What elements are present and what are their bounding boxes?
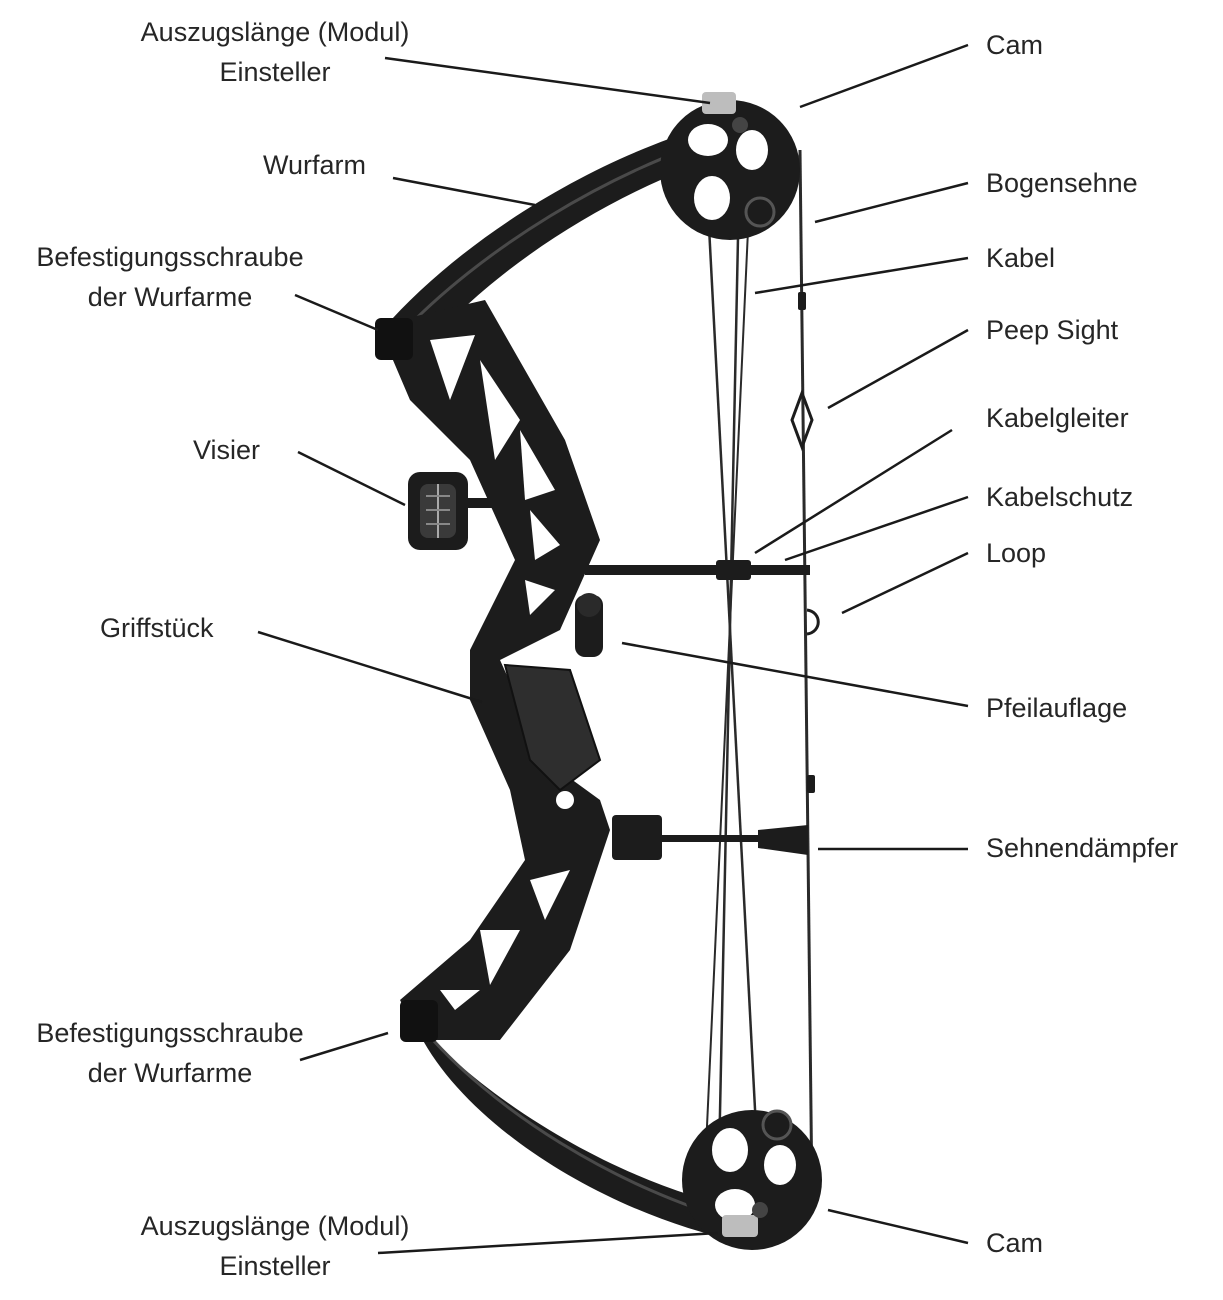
- label-limb-bolt-top-line2: der Wurfarme: [5, 277, 335, 317]
- cable-line-a: [718, 140, 740, 1210]
- label-riser: Griffstück: [100, 608, 214, 648]
- label-limb-bolt-bottom-line2: der Wurfarme: [5, 1053, 335, 1093]
- label-limb-bolt-top: Befestigungsschraube der Wurfarme: [5, 237, 335, 317]
- label-cable-slide: Kabelgleiter: [986, 398, 1129, 438]
- cam-top-shape: [660, 92, 800, 240]
- leader-cam-bottom: [828, 1210, 968, 1243]
- label-cam-bottom: Cam: [986, 1223, 1043, 1263]
- leader-sight: [298, 452, 405, 505]
- leader-limb: [393, 178, 535, 205]
- cable-guard-assembly: [585, 560, 810, 580]
- label-draw-module-bottom-line1: Auszugslänge (Modul): [110, 1206, 440, 1246]
- leader-cable: [755, 258, 968, 293]
- label-draw-module-top: Auszugslänge (Modul) Einsteller: [110, 12, 440, 92]
- leader-bowstring: [815, 183, 968, 222]
- label-bowstring: Bogensehne: [986, 163, 1138, 203]
- label-draw-module-bottom-line2: Einsteller: [110, 1246, 440, 1286]
- riser-hole: [556, 791, 574, 809]
- string-suppressor-assembly: [612, 815, 808, 860]
- cable-line-b: [705, 150, 760, 1205]
- label-peep-sight: Peep Sight: [986, 310, 1118, 350]
- leader-arrow-rest: [622, 643, 968, 706]
- leader-loop: [842, 553, 968, 613]
- label-limb-bolt-bottom-line1: Befestigungsschraube: [5, 1013, 335, 1053]
- limb-bolt-bottom: [400, 1000, 438, 1042]
- label-string-suppressor: Sehnendämpfer: [986, 828, 1178, 868]
- label-draw-module-top-line1: Auszugslänge (Modul): [110, 12, 440, 52]
- label-limb: Wurfarm: [263, 145, 366, 185]
- leader-riser: [258, 632, 482, 702]
- label-limb-bolt-bottom: Befestigungsschraube der Wurfarme: [5, 1013, 335, 1093]
- label-cam-top: Cam: [986, 25, 1043, 65]
- leader-peep-sight: [828, 330, 968, 408]
- arrow-rest: [575, 593, 603, 657]
- leader-cam-top: [800, 45, 968, 107]
- label-cable: Kabel: [986, 238, 1055, 278]
- cam-bottom-shape: [682, 1110, 822, 1250]
- label-draw-module-top-line2: Einsteller: [110, 52, 440, 92]
- label-draw-module-bottom: Auszugslänge (Modul) Einsteller: [110, 1206, 440, 1286]
- label-loop: Loop: [986, 533, 1046, 573]
- leader-lines: [258, 45, 968, 1253]
- label-limb-bolt-top-line1: Befestigungsschraube: [5, 237, 335, 277]
- limb-bolt-top: [375, 318, 413, 360]
- d-loop: [807, 610, 818, 634]
- label-cable-guard: Kabelschutz: [986, 477, 1133, 517]
- leader-cable-guard: [785, 497, 968, 560]
- label-sight: Visier: [193, 430, 260, 470]
- label-arrow-rest: Pfeilauflage: [986, 688, 1127, 728]
- leader-cable-slide: [755, 430, 952, 553]
- cable-line-c: [705, 230, 748, 1170]
